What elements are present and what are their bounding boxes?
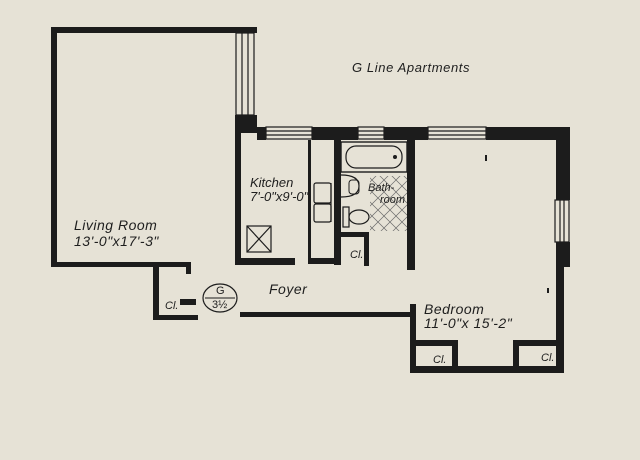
tick-marks [485,155,549,293]
foyer-name: Foyer [269,281,308,297]
foyer-wall [240,312,412,317]
kitchen-bath-walls [235,140,369,266]
living-room-name: Living Room [74,217,158,233]
top-wall [257,127,570,140]
living-room-walls [51,27,257,274]
kitchen-name: Kitchen [250,175,294,190]
plan-title: G Line Apartments [352,60,471,75]
bedroom-walls [407,127,570,373]
bathroom-fixtures [340,141,408,231]
kitchen-fixtures [246,182,332,253]
toilet-tank [342,206,350,228]
bathroom-tile-floor [370,176,407,231]
kitchen-dims: 7'-0"x9'-0" [250,189,309,204]
unit-badge-letter: G [216,285,225,297]
unit-badge-circle [202,283,238,313]
toilet-bowl [348,209,370,225]
living-room-dims: 13'-0"x17'-3" [74,233,159,249]
entry-closet-label: Cl. [165,300,179,312]
bedroom-name: Bedroom [424,301,485,317]
bathroom-label-1: Bath- [368,182,395,194]
bedroom-closet-right-label: Cl. [541,352,555,364]
unit-badge-number: 3½ [212,299,228,311]
bedroom-dims: 11'-0"x 15'-2" [424,315,513,331]
entry-closet-walls [153,262,198,320]
windows [235,32,570,243]
bath-closet-label: Cl. [350,249,364,261]
bedroom-closet-left-label: Cl. [433,354,447,366]
bathroom-label-2: room [380,194,406,206]
